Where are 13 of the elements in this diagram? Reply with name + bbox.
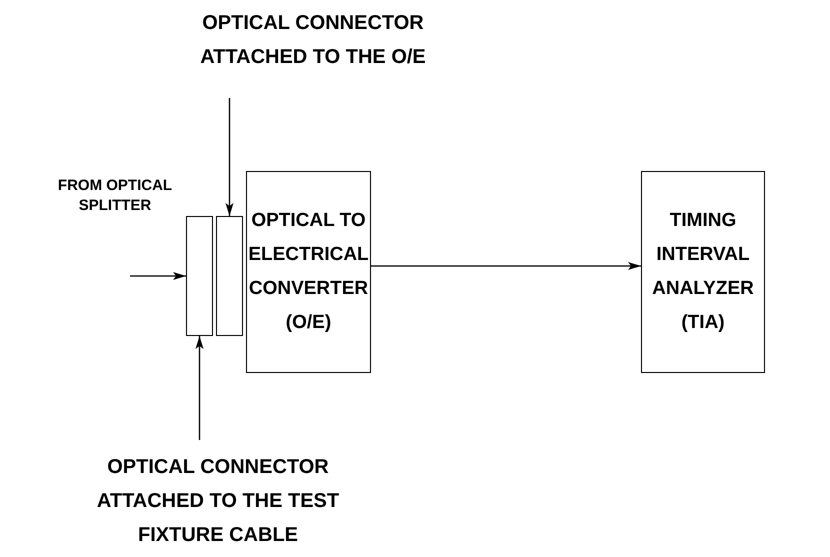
box-text: TIMING INTERVAL ANALYZER (TIA) xyxy=(651,209,755,335)
process-box xyxy=(246,171,371,373)
connector-box xyxy=(216,216,243,336)
leader-arrow xyxy=(196,336,204,440)
source-label: FROM OPTICAL SPLITTER xyxy=(56,176,174,216)
leader-arrow xyxy=(226,98,234,216)
box-text: OPTICAL TO ELECTRICAL CONVERTER (O/E) xyxy=(247,209,370,335)
connector-box xyxy=(186,216,213,336)
process-box xyxy=(641,171,765,373)
callout-text: OPTICAL CONNECTOR ATTACHED TO THE O/E xyxy=(199,11,427,70)
arrow xyxy=(371,262,641,270)
arrow xyxy=(130,272,186,280)
callout-text: OPTICAL CONNECTOR ATTACHED TO THE TEST FIXTURE CABLE xyxy=(96,455,340,548)
